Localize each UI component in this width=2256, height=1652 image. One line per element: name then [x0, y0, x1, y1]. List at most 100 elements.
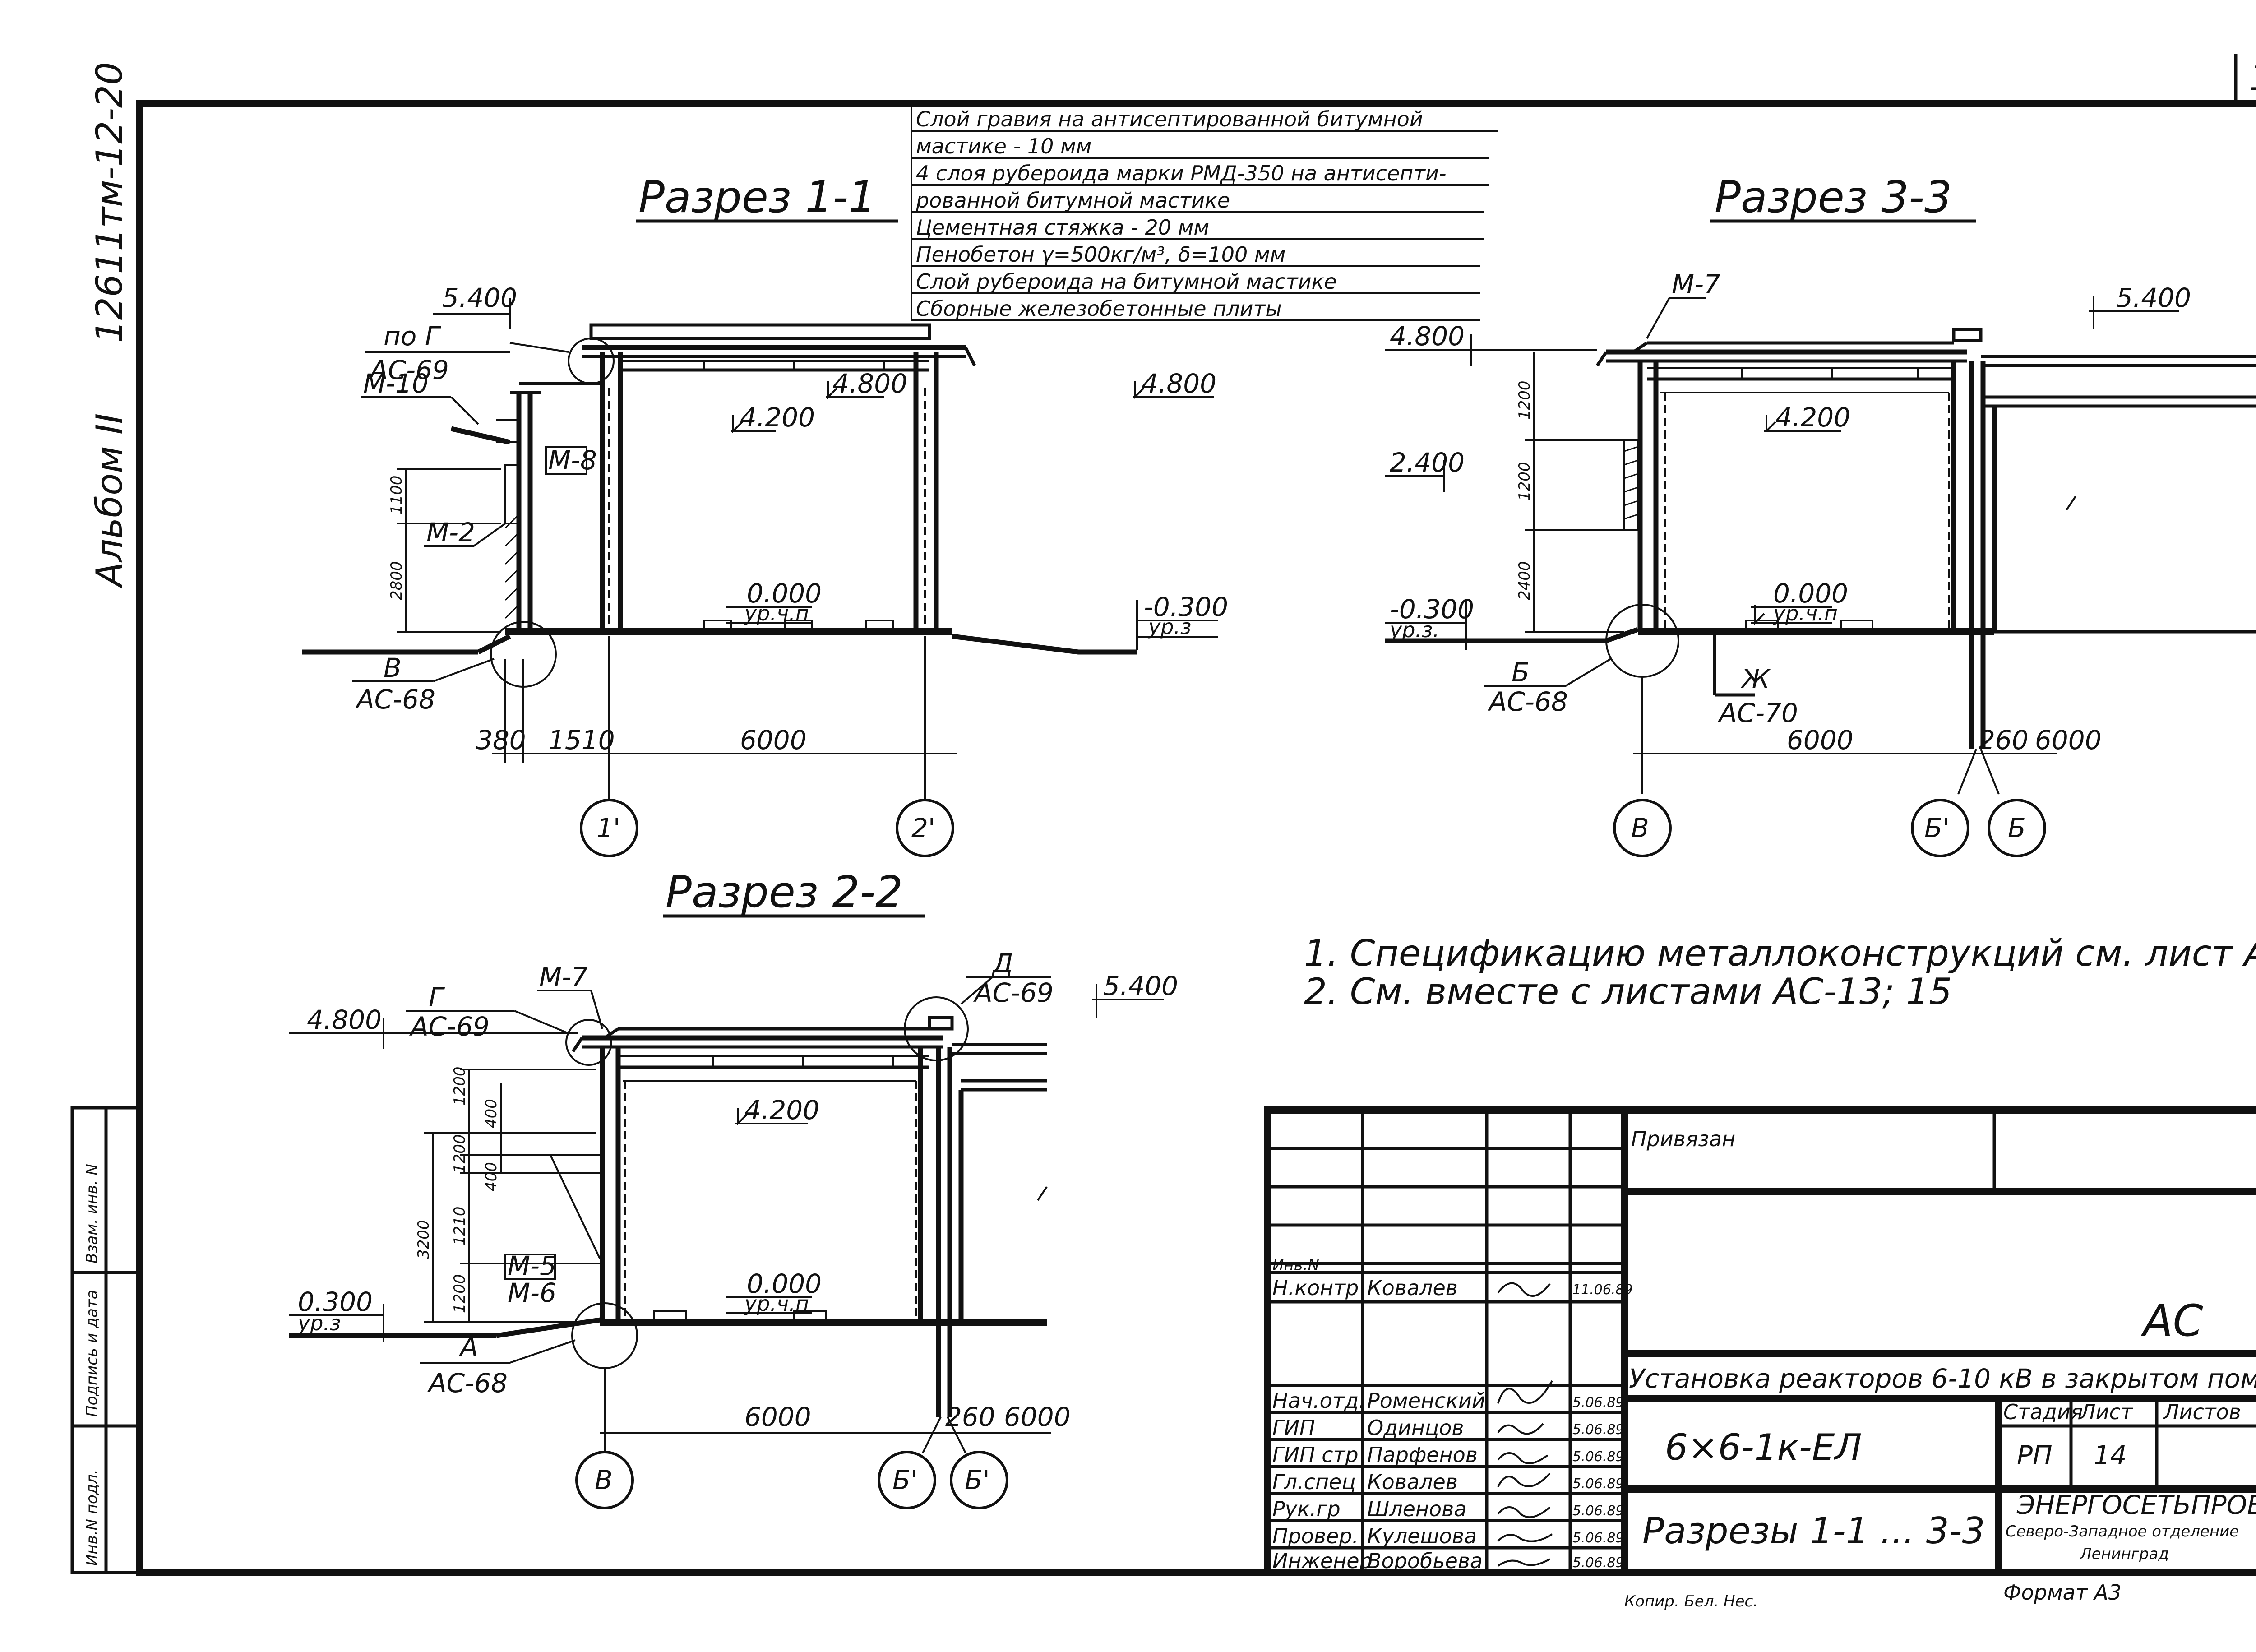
s33-elev-window: 2.400 — [1390, 447, 1465, 478]
tb-stage-label: Стадия — [2003, 1400, 2083, 1424]
tb-role-8: Инженер — [1272, 1549, 1373, 1573]
s22-elev-floor: 0.000 — [747, 1268, 822, 1299]
s22-elev-roof: 5.400 — [1103, 971, 1178, 1001]
s33-mark-m7: М-7 — [1672, 269, 1720, 300]
layer-line-8: Сборные железобетонные плиты — [916, 296, 1282, 321]
tb-stage: РП — [2017, 1440, 2053, 1471]
section-3-3-title: Разрез 3-3 — [1715, 172, 1952, 222]
s11-floor-label: ур.ч.п — [744, 601, 809, 625]
tb-signatures — [1497, 1282, 1553, 1567]
notes: 1. Спецификацию металлоконструкций см. л… — [1304, 932, 2256, 1013]
tb-project-name: Установка реакторов 6-10 кВ в закрытом п… — [1629, 1363, 2256, 1394]
tb-name-8: Воробьева — [1367, 1549, 1483, 1573]
tb-role-4: ГИП стр — [1272, 1443, 1359, 1467]
section-1-1-dims-horizontal: 380 1510 6000 1' 2' — [476, 636, 957, 857]
s22-mark-m7: М-7 — [539, 962, 588, 992]
s11-mark-m2: М-2 — [426, 517, 475, 548]
s22-dim-400b: 400 — [482, 1162, 500, 1191]
tb-role-2: Нач.отд. — [1272, 1388, 1365, 1413]
layer-line-6: Пенобетон γ=500кг/м³, δ=100 мм — [916, 242, 1285, 267]
s11-mark-m8: М-8 — [548, 445, 597, 476]
s11-dim-1510: 1510 — [548, 725, 615, 755]
s33-dim-1200a: 1200 — [1516, 380, 1534, 420]
s33-dim-6000: 6000 — [1787, 725, 1854, 755]
album-label: Альбом II — [88, 413, 130, 589]
tb-date-5: 5.06.89 — [1572, 1476, 1624, 1492]
layer-line-3: 4 слоя рубероида марки РМД-350 на антисе… — [916, 161, 1447, 185]
s11-dim-380: 380 — [476, 725, 526, 755]
s33-node-zh-sheet: АС-70 — [1717, 698, 1798, 728]
s33-axis-right: Б — [2008, 813, 2026, 843]
section-1-1-roof — [582, 323, 976, 372]
tb-date-6: 5.06.89 — [1572, 1503, 1624, 1519]
layer-line-1: Слой гравия на антисептированной битумно… — [916, 107, 1423, 131]
section-3-3-ground — [1385, 620, 1994, 643]
s22-dim-1200a: 1200 — [451, 1066, 469, 1106]
s11-node-g: по Г — [384, 321, 442, 352]
tb-sheets-label: Листов — [2163, 1400, 2241, 1424]
tb-role-3: ГИП — [1272, 1416, 1315, 1440]
s22-axis-mid: Б' — [892, 1465, 918, 1495]
tb-name-6: Шленова — [1367, 1497, 1466, 1521]
tb-privyazan: Привязан — [1631, 1127, 1735, 1151]
layer-line-4: рованной битумной мастике — [915, 188, 1230, 213]
s22-elev-ground: 0.300 — [298, 1286, 373, 1317]
side-stamp-replace-label: Взам. инв. N — [83, 1164, 101, 1263]
s11-elev-eave-right: 4.800 — [1142, 368, 1216, 399]
s22-node-a-sheet: АС-68 — [427, 1368, 508, 1398]
section-2-2-ground — [289, 1310, 1047, 1338]
layer-line-5: Цементная стяжка - 20 мм — [916, 215, 1209, 240]
s33-elev-floor: 0.000 — [1773, 578, 1848, 609]
s33-elev-eave: 4.800 — [1390, 321, 1465, 352]
s33-dim-6000b: 6000 — [2035, 725, 2102, 755]
album-code: 12611тм-12-20 — [88, 62, 130, 343]
tb-date-4: 5.06.89 — [1572, 1449, 1624, 1465]
tb-name-5: Ковалев — [1367, 1470, 1458, 1494]
section-3-3-roof — [1596, 328, 2256, 381]
s22-node-d: Д — [991, 948, 1013, 979]
s33-elev-roof: 5.400 — [2116, 282, 2191, 313]
s11-axis-left: 1' — [596, 813, 620, 843]
s33-node-zh: Ж — [1740, 664, 1771, 694]
s22-axis-left: В — [595, 1465, 613, 1495]
section-2-2-elevations: 4.800 5.400 4.200 0.000 ур.ч.п 0.300 ур.… — [289, 971, 1178, 1342]
tb-org-city: Ленинград — [2079, 1545, 2169, 1563]
s22-dim-1210: 1210 — [451, 1206, 469, 1245]
tb-sheet-label: Лист — [2079, 1400, 2133, 1424]
side-stamp: Альбом II 12611тм-12-20 Инв.N подл. Подп… — [70, 62, 142, 1574]
s22-axis-right: Б' — [965, 1465, 990, 1495]
tb-date-8: 5.06.89 — [1572, 1555, 1624, 1571]
s22-dim-260: 260 — [945, 1402, 995, 1432]
tb-name-2: Роменский — [1367, 1388, 1485, 1413]
tb-role-6: Рук.гр — [1272, 1497, 1341, 1521]
section-3-3-elevations: 4.800 5.400 4.200 2.400 0.000 ур.ч.п -0.… — [1385, 282, 2191, 650]
section-1-1-hatch — [504, 464, 520, 619]
s11-elev-floor: 0.000 — [747, 578, 822, 609]
s22-dim-6000b: 6000 — [1004, 1402, 1071, 1432]
s33-dim-2400: 2400 — [1516, 561, 1534, 600]
s33-ground-label: ур.з. — [1389, 618, 1439, 642]
s22-node-a: А — [458, 1332, 478, 1362]
tb-name-3: Одинцов — [1367, 1416, 1464, 1440]
section-2-2-title: Разрез 2-2 — [666, 867, 903, 917]
s22-ground-label: ур.з — [297, 1311, 341, 1335]
s22-dim-3200: 3200 — [415, 1220, 433, 1259]
s33-dim-1200b: 1200 — [1516, 462, 1534, 501]
section-1-1: Разрез 1-1 — [302, 172, 1228, 857]
tb-copied-by: Копир. Бел. Нес. — [1624, 1592, 1758, 1610]
s11-dim-1100: 1100 — [388, 475, 406, 514]
section-1-1-walls — [450, 352, 939, 632]
s11-elev-roof: 5.400 — [442, 282, 517, 313]
s33-node-b: Б — [1512, 657, 1530, 688]
side-stamp-sign-label: Подпись и дата — [83, 1290, 101, 1417]
tb-role-1: Н.контр — [1272, 1276, 1359, 1300]
roof-layers-legend: Слой гравия на антисептированной битумно… — [911, 104, 1498, 321]
tb-name-1: Ковалев — [1367, 1276, 1458, 1300]
s11-elev-eave-left: 4.800 — [832, 368, 907, 399]
s11-node-v: В — [384, 652, 402, 683]
title-block: Привязан Инв.N Н.контр Нач.отд. ГИП ГИП … — [1264, 1106, 2256, 1610]
s33-axis-mid: Б' — [1924, 813, 1950, 843]
s11-ground-label: ур.з — [1147, 615, 1192, 639]
section-2-2-roof — [572, 1016, 1047, 1092]
s22-node-d-sheet: АС-69 — [973, 977, 1054, 1008]
